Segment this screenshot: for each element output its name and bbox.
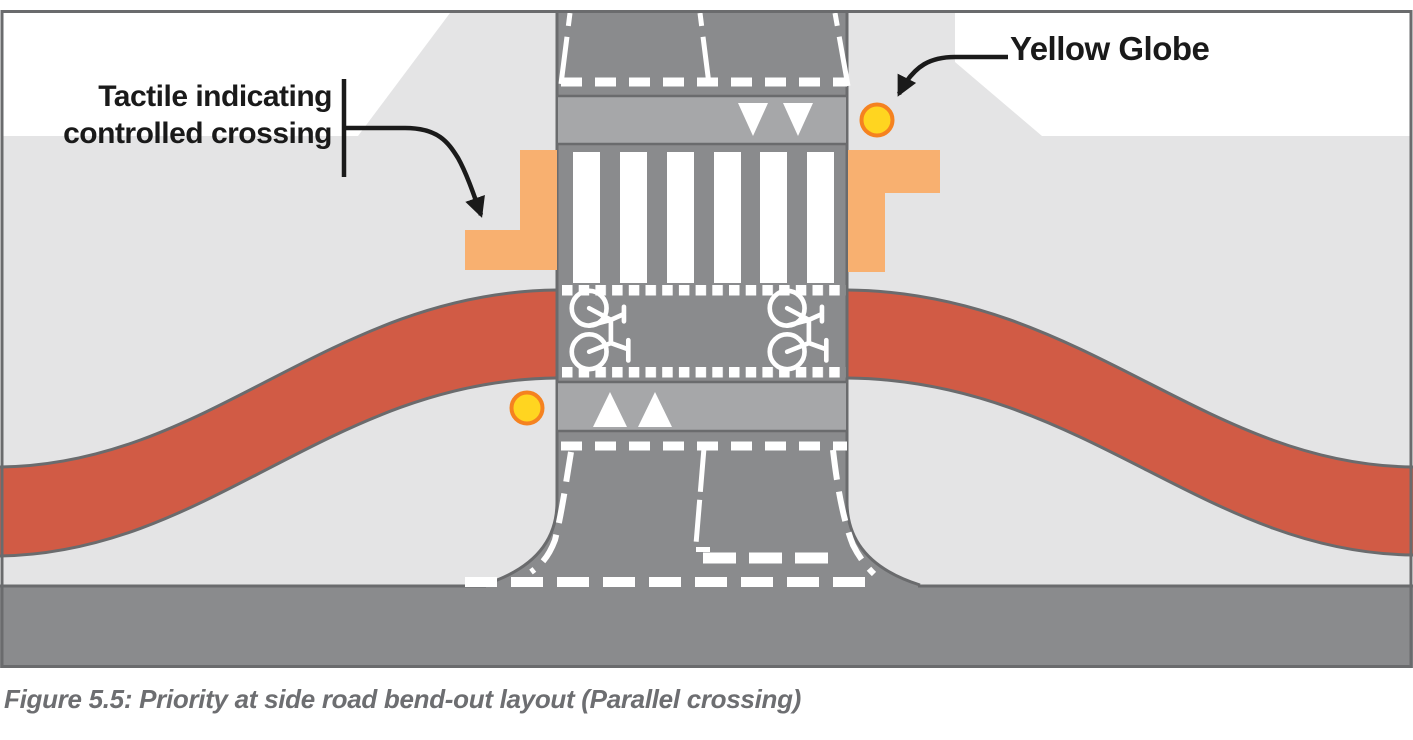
tactile-label: Tactile indicating controlled crossing <box>0 78 332 152</box>
side-road-edge-left <box>482 13 559 587</box>
frame-border <box>0 10 1413 668</box>
cycle-track <box>0 288 1413 558</box>
centre-line-tick <box>696 547 710 552</box>
globe-leader-arrow-icon <box>896 54 1008 97</box>
zebra-stripe <box>620 152 647 283</box>
tactile-paving <box>465 150 940 272</box>
lane-line <box>558 12 573 85</box>
yellow-globe-icon <box>859 102 895 138</box>
give-way-band-borders <box>557 94 847 433</box>
yellow-globe-icon <box>509 390 545 426</box>
square-dot-row-bottom <box>562 367 846 378</box>
centre-lane-line <box>693 447 707 545</box>
side-road-edge-right <box>845 13 921 587</box>
zebra-crossing <box>573 152 834 283</box>
zebra-stripe <box>573 152 600 283</box>
tactile-paving-left <box>465 150 557 270</box>
bicycle-icon <box>767 288 829 372</box>
yellow-globes <box>509 102 895 426</box>
background-wedges <box>3 13 1410 136</box>
give-way-triangles-top <box>738 103 813 136</box>
give-way-triangle <box>638 392 672 427</box>
give-way-triangle <box>783 103 813 136</box>
zebra-stripe <box>807 152 834 283</box>
flare-lane-line-left <box>529 451 574 575</box>
tactile-paving-right <box>848 150 940 272</box>
cycle-track-edges <box>0 288 1413 558</box>
bicycle-icon <box>569 288 631 372</box>
lane-line <box>832 12 851 87</box>
bottom-approach-markings <box>465 441 877 587</box>
zebra-stripe <box>760 152 787 283</box>
main-road-surface <box>0 585 1413 668</box>
diagram-frame: Tactile indicating controlled crossing Y… <box>0 10 1413 668</box>
annotations <box>341 54 1008 218</box>
figure-caption: Figure 5.5: Priority at side road bend-o… <box>4 684 802 714</box>
give-way-triangle <box>593 392 627 427</box>
tactile-leader-arrow-icon <box>344 125 485 218</box>
main-road <box>0 584 1413 668</box>
background-wedge-left <box>3 13 450 136</box>
junction-diagram <box>0 10 1413 668</box>
flare-lane-line-right <box>830 449 877 577</box>
cycle-crossing <box>562 285 846 378</box>
give-way-triangle <box>738 103 768 136</box>
background-wedge-right <box>955 13 1410 136</box>
cycle-track-right <box>847 290 1413 555</box>
lane-line <box>697 12 712 85</box>
tactile-label-line1: Tactile indicating <box>98 80 332 113</box>
zebra-stripe <box>714 152 741 283</box>
give-way-triangles-bottom <box>593 392 672 427</box>
tactile-label-line2: controlled crossing <box>63 117 332 150</box>
yellow-globe-label: Yellow Globe <box>1010 30 1210 67</box>
zebra-stripe <box>667 152 694 283</box>
cycle-track-left <box>0 290 557 556</box>
square-dot-row-top <box>562 285 846 296</box>
top-approach-markings <box>558 12 851 87</box>
